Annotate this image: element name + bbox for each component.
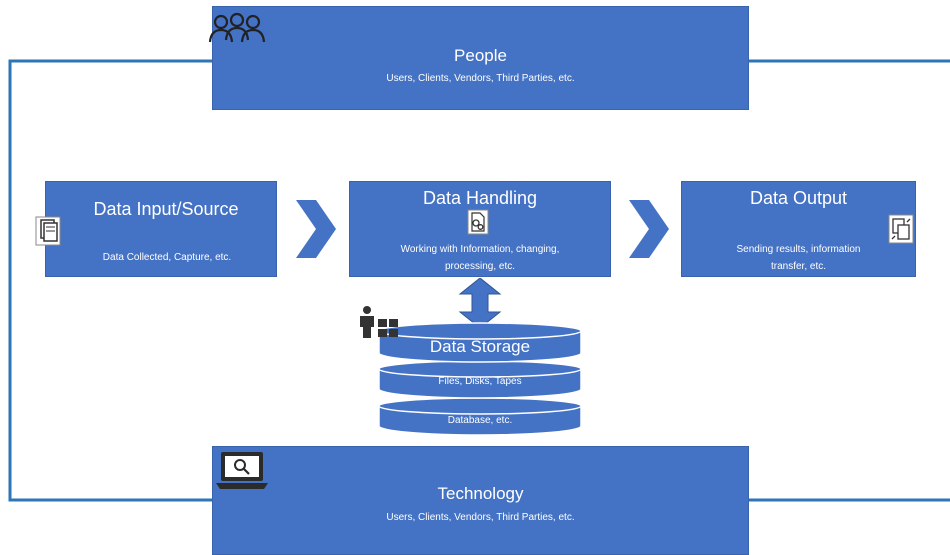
storage-layer-3	[378, 397, 582, 436]
technology-box: Technology Users, Clients, Vendors, Thir…	[212, 446, 749, 555]
data-handling-subtitle-line1: Working with Information, changing,	[400, 244, 560, 255]
data-storage-title: Data Storage	[429, 337, 531, 356]
storage-layer-1	[378, 322, 582, 363]
gear-document-icon	[467, 209, 489, 235]
worker-boxes-icon	[360, 306, 398, 338]
data-handling-title: Data Handling	[422, 188, 538, 208]
data-output-box: Data Output Sending results, information…	[681, 181, 916, 277]
technology-title: Technology	[437, 484, 524, 503]
bidirectional-arrow	[458, 278, 502, 328]
storage-layer-2	[378, 360, 582, 399]
people-title: People	[454, 46, 507, 65]
people-subtitle: Users, Clients, Vendors, Third Parties, …	[386, 73, 575, 84]
data-output-title: Data Output	[749, 188, 848, 208]
data-output-subtitle-line1: Sending results, information	[736, 244, 861, 255]
data-input-subtitle: Data Collected, Capture, etc.	[102, 252, 232, 263]
people-group-icon	[208, 12, 266, 43]
storage-layer-2-label: Files, Disks, Tapes	[438, 376, 522, 387]
data-handling-subtitle-line2: processing, etc.	[444, 261, 516, 272]
data-output-subtitle-line2: transfer, etc.	[770, 261, 827, 272]
chevron-arrow-1	[296, 200, 336, 258]
data-input-title: Data Input/Source	[93, 199, 239, 219]
technology-subtitle: Users, Clients, Vendors, Third Parties, …	[386, 512, 575, 523]
data-transfer-icon	[888, 214, 914, 244]
document-stack-icon	[35, 216, 61, 246]
laptop-search-icon	[216, 452, 268, 489]
data-input-box: Data Input/Source Data Collected, Captur…	[45, 181, 277, 277]
people-box: People Users, Clients, Vendors, Third Pa…	[212, 6, 749, 110]
storage-layer-3-label: Database, etc.	[447, 415, 513, 426]
chevron-arrow-2	[629, 200, 669, 258]
